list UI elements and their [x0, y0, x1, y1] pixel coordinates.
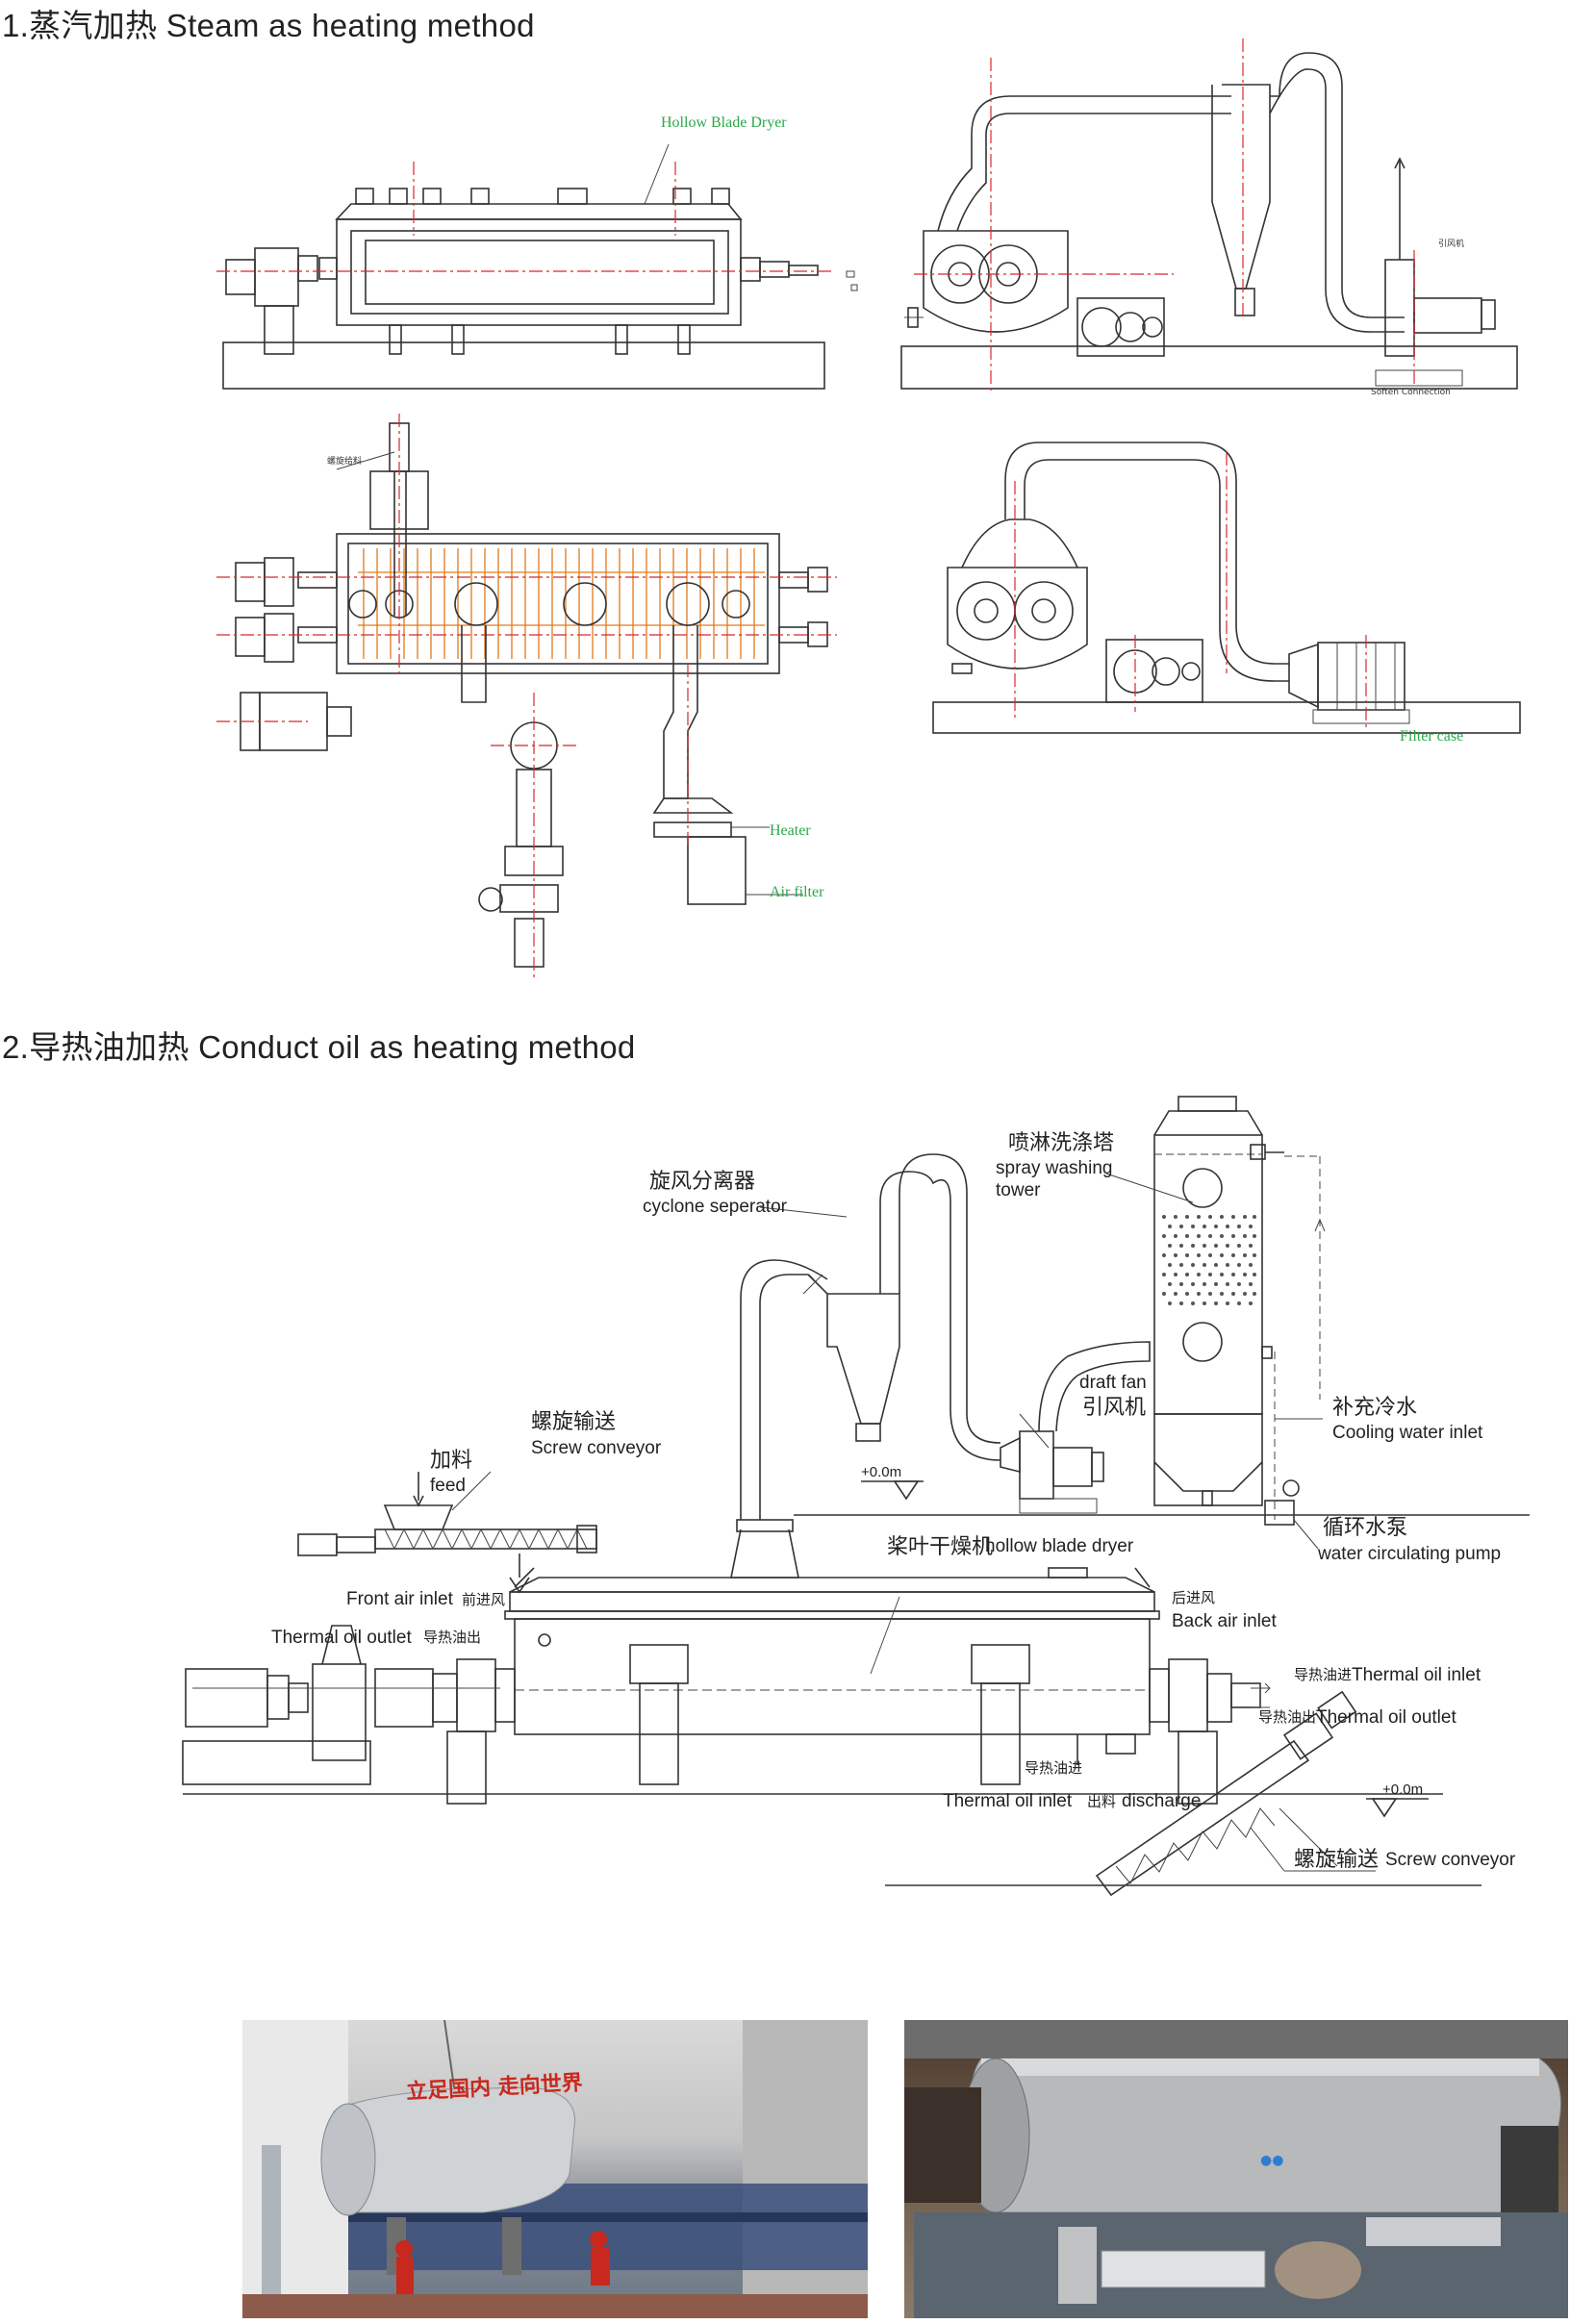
label-oil-inlet-right-cn: 导热油进: [1294, 1667, 1352, 1683]
left-drive: [182, 1625, 516, 1805]
label-feed-cn: 加料: [430, 1449, 472, 1473]
label-oil-outlet-left-en: Thermal oil outlet: [271, 1628, 412, 1648]
label-spray-tower-en2: tower: [996, 1180, 1041, 1200]
label-oil-outlet-left-cn: 导热油出: [423, 1629, 481, 1646]
label-screw-bottom-en: Screw conveyor: [1385, 1850, 1516, 1870]
photo-dryer-lifting-art: [242, 2020, 868, 2318]
label-cooling-en: Cooling water inlet: [1332, 1423, 1483, 1443]
draft-fan: [1000, 1341, 1151, 1514]
section-1-title: 1.蒸汽加热 Steam as heating method: [2, 8, 535, 43]
main-dryer: [504, 1567, 1160, 1785]
label-level-top: +0.0m: [861, 1464, 901, 1480]
label-oil-outlet-right-cn: 导热油出: [1258, 1709, 1316, 1726]
label-level-bottom: +0.0m: [1382, 1781, 1423, 1798]
dryer-plan-view: [216, 414, 837, 981]
label-feed-en: feed: [430, 1476, 466, 1496]
conduct-oil-drawing: 喷淋洗涤塔 spray washing tower 旋风分离器 cyclone …: [182, 1096, 1530, 1897]
label-spray-tower-cn: 喷淋洗涤塔: [1008, 1131, 1114, 1155]
label-screw-top-cn: 螺旋输送: [531, 1410, 616, 1434]
label-pump-en: water circulating pump: [1317, 1544, 1501, 1564]
label-screw-top-en: Screw conveyor: [531, 1438, 662, 1458]
label-soften-connection: Soften Connection: [1371, 388, 1451, 397]
steam-heating-drawings: Hollow Blade Dryer 引风机 Soften Connection: [216, 38, 1521, 981]
label-oil-inlet-right-en: Thermal oil inlet: [1352, 1665, 1481, 1685]
label-dryer-cn: 桨叶干燥机: [887, 1535, 993, 1559]
screw-conveyor-top: [297, 1471, 597, 1594]
label-discharge-cn: 出料: [1087, 1794, 1116, 1810]
label-pump-cn: 循环水泵: [1323, 1516, 1407, 1540]
label-spray-tower-en1: spray washing: [996, 1158, 1112, 1178]
label-oil-inlet-bottom-en: Thermal oil inlet: [943, 1791, 1073, 1811]
label-screw-bottom-cn: 螺旋输送: [1294, 1848, 1379, 1872]
label-filter-case: Filter case: [1400, 728, 1463, 745]
screw-conveyor-bottom: [1095, 1690, 1357, 1897]
label-front-air-en: Front air inlet: [346, 1589, 454, 1609]
label-cooling-cn: 补充冷水: [1332, 1396, 1417, 1420]
photo-dryer-installed-art: ●●: [904, 2020, 1568, 2318]
label-dryer-en: hollow blade dryer: [985, 1536, 1134, 1556]
dryer-front-elevation: [216, 143, 858, 390]
right-drive: [1149, 1658, 1261, 1805]
photo-dryer-installed: ●●: [904, 2020, 1568, 2318]
dryer-filter-system: [932, 442, 1521, 734]
label-draft-fan-cn: 引风机: [1082, 1396, 1146, 1420]
photo-dryer-lifting: 立足国内 走向世界: [242, 2020, 868, 2318]
label-fan-cn: 引风机: [1438, 238, 1464, 249]
label-air-filter: Air filter: [770, 884, 824, 900]
svg-text:●●: ●●: [1260, 2153, 1283, 2168]
label-hollow-blade-dryer: Hollow Blade Dryer: [661, 114, 787, 131]
label-cyclone-cn: 旋风分离器: [649, 1170, 755, 1194]
label-front-air-cn: 前进风: [462, 1592, 505, 1608]
label-back-air-cn: 后进风: [1172, 1590, 1215, 1606]
label-oil-outlet-right-en: Thermal oil outlet: [1316, 1707, 1456, 1728]
label-screw-feeder-cn: 螺旋给料: [327, 455, 362, 467]
label-cyclone-en: cyclone seperator: [643, 1197, 788, 1217]
label-discharge-en: discharge: [1122, 1791, 1201, 1811]
label-draft-fan-en: draft fan: [1079, 1373, 1147, 1393]
section-2-title: 2.导热油加热 Conduct oil as heating method: [2, 1029, 636, 1065]
dryer-side-system: [900, 38, 1518, 394]
cyclone-separator: [730, 1153, 1001, 1579]
label-back-air-en: Back air inlet: [1172, 1611, 1277, 1631]
label-heater: Heater: [770, 822, 811, 839]
label-oil-inlet-bottom-cn: 导热油进: [1025, 1760, 1082, 1777]
spray-tower: [1153, 1096, 1326, 1526]
